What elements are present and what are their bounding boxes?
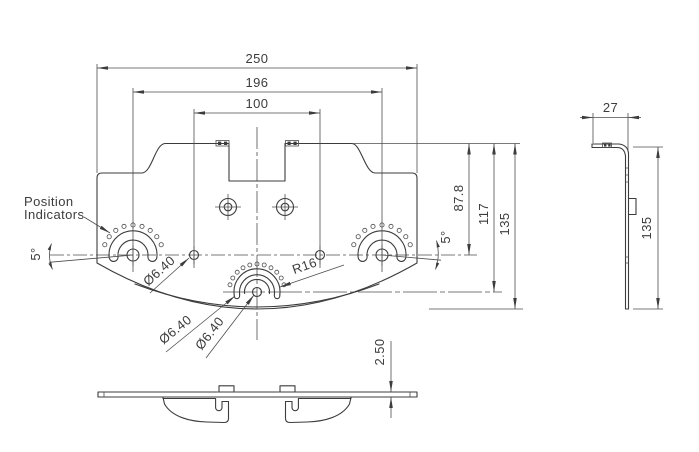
hook-right: [284, 396, 352, 424]
tab-mark-fill: [293, 141, 297, 145]
callout-text-dia3: Ø6.40: [192, 314, 227, 353]
side-tab-profile: [627, 197, 637, 216]
label-line2: Indicators: [24, 207, 84, 222]
tab-mark-fill: [218, 141, 222, 145]
center-arc-outer: [233, 268, 281, 296]
leader-line: [279, 264, 345, 288]
indicator-slot: [108, 230, 158, 262]
leader-line: [165, 295, 236, 353]
dim-overall-width: 250: [97, 51, 417, 70]
callout-center-hole: Ø6.40: [192, 294, 255, 359]
angle-arc: [47, 243, 53, 270]
center-arc-inner: [244, 278, 270, 295]
callout-text-r16: R16: [290, 255, 319, 277]
dim-text-196: 196: [246, 75, 269, 90]
callout-text-dia2: Ø6.40: [156, 312, 195, 347]
plate-edge: [97, 391, 418, 398]
angle-arc: [435, 240, 440, 270]
dim-height-pivot: 87.8: [451, 143, 471, 255]
side-view: 27 135: [580, 100, 663, 310]
plate-end-ticks: [103, 392, 411, 397]
angle-dim-right: 5°: [381, 230, 453, 270]
hook-left: [162, 396, 230, 424]
center-arc-mid: [239, 274, 275, 295]
angle-ref-line: [381, 254, 442, 261]
dim-height-slot: 117: [476, 143, 496, 292]
dim-text-87-8: 87.8: [451, 185, 466, 212]
label-line1: Position: [24, 194, 73, 209]
dim-hole-spacing: 100: [194, 96, 320, 115]
dim-text-135-front: 135: [497, 213, 512, 236]
indicator-dots: [102, 222, 164, 248]
dim-text-250: 250: [246, 51, 269, 66]
dim-thickness: 2.50: [372, 339, 393, 418]
tab-mark-fill: [287, 141, 291, 145]
extension-lines: [96, 64, 523, 310]
label-position-indicators: Position Indicators: [24, 194, 111, 234]
mount-hole-left: [215, 194, 241, 220]
tab-mark-left: [215, 140, 230, 147]
dim-text-117: 117: [476, 203, 491, 225]
angle-text-left: 5°: [28, 247, 43, 260]
dim-indicator-spacing: 196: [133, 75, 382, 94]
bottom-view: 2.50: [97, 339, 418, 424]
tab-right: [279, 385, 296, 393]
angle-ref-line: [48, 254, 134, 263]
mount-hole-right: [271, 193, 299, 221]
leader-line: [149, 257, 190, 294]
dim-height-overall: 135: [497, 143, 517, 309]
position-indicator-center: [227, 261, 287, 300]
dim-side-depth: 27: [580, 100, 641, 150]
dim-side-height: 135: [633, 146, 663, 310]
dim-text-135-side: 135: [639, 217, 654, 240]
tab-left: [218, 385, 235, 393]
angle-text-right: 5°: [438, 230, 453, 243]
plate-outline: [96, 142, 418, 310]
angle-dim-left: 5°: [28, 243, 134, 270]
tab-mark-fill: [224, 141, 228, 145]
side-profile: [591, 143, 630, 310]
dim-text-27: 27: [603, 100, 618, 115]
center-hole: [251, 286, 263, 298]
dim-text-100: 100: [246, 96, 269, 111]
callout-radius: R16: [279, 255, 345, 288]
leg-tick-marks: [625, 167, 629, 264]
tab-mark-right: [285, 140, 299, 147]
center-slot-end-right: [273, 293, 281, 300]
dim-text-2-50: 2.50: [372, 339, 387, 366]
front-view: 250 196 100 87.8 117 135 Position Indica…: [24, 51, 523, 359]
callout-text-dia1: Ø6.40: [140, 253, 178, 289]
flange-mark: [602, 142, 612, 148]
label-leader: [83, 216, 111, 234]
leader-line: [205, 294, 255, 359]
tab-mark-outline: [215, 140, 230, 147]
tab-mark-outline: [285, 140, 299, 147]
callout-left-hole: Ø6.40: [140, 253, 190, 294]
